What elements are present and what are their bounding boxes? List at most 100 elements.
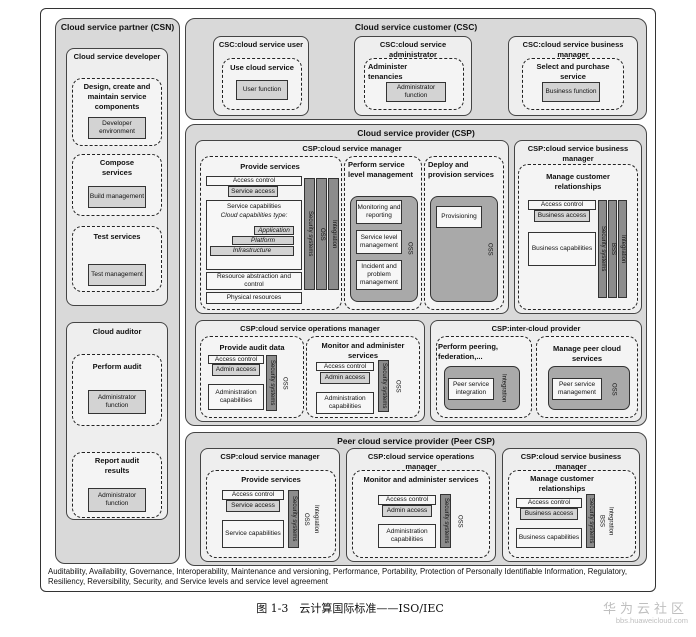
service-access-function: Service access: [228, 186, 278, 197]
resource-abstraction-cell: Resource abstraction and control: [206, 272, 302, 290]
peer-manager-title: CSP:cloud service manager: [220, 452, 320, 461]
csc-admin-title: CSC:cloud service administrator: [379, 40, 447, 59]
incident-problem-cell: Incident and problem management: [356, 260, 402, 290]
dev-activity-3-label: Test services: [93, 232, 141, 241]
peer-monitor-label: Monitor and administer services: [363, 475, 479, 484]
auditor-admin-function-2: Administrator function: [88, 488, 146, 512]
watermark-url: bbs.huaweicloud.com: [615, 616, 688, 625]
peer-ops-access-control: Access control: [378, 495, 436, 505]
developer-title: Cloud service developer: [73, 52, 161, 61]
business-access-function: Business access: [534, 210, 590, 222]
peer-ops-title: CSP:cloud service operations manager: [367, 452, 475, 471]
service-capabilities-label: Service capabilities: [227, 203, 281, 210]
manage-peer-oss: OSS: [610, 382, 617, 396]
csp-biz-security-bar: Security systems: [598, 200, 607, 298]
csp-biz-access-control: Access control: [528, 200, 596, 210]
peering-label: Perform peering, federation,...: [438, 342, 499, 361]
peer-biz-title: CSP:cloud service business manager: [520, 452, 622, 471]
manage-peer-label: Manage peer cloud services: [553, 344, 621, 363]
peer-service-capabilities: Service capabilities: [222, 520, 284, 548]
csp-manager-title: CSP:cloud service manager: [302, 144, 402, 153]
qualities-footer: Auditability, Availability, Governance, …: [48, 567, 628, 586]
csp-biz-integration-bar: Integration: [618, 200, 627, 298]
audit-admin-capabilities: Administration capabilities: [208, 384, 264, 410]
peer-biz-access-control: Access control: [516, 498, 582, 508]
physical-resources-cell: Physical resources: [206, 292, 302, 304]
peer-provide-label: Provide services: [241, 475, 301, 484]
peer-ops-admin-access: Admin access: [382, 505, 432, 517]
auditor-admin-function-1: Administrator function: [88, 390, 146, 414]
dev-activity-2-label: Compose services: [99, 158, 135, 177]
audit-activity-2-label: Report audit results: [94, 456, 140, 475]
audit-access-control: Access control: [208, 355, 264, 364]
audit-activity-1: [72, 354, 162, 426]
deploy-oss: OSS: [486, 242, 493, 256]
audit-oss: OSS: [281, 376, 288, 390]
audit-activity-1-label: Perform audit: [92, 362, 142, 371]
csp-biz-title: CSP:cloud service business manager: [527, 144, 629, 163]
peer-integration: Integration: [313, 504, 319, 534]
build-management-function: Build management: [88, 186, 146, 208]
figure-caption: 图 1-3 云计算国际标准——ISO/IEC: [256, 602, 444, 615]
peering-integration: Integration: [500, 373, 507, 403]
infrastructure-layer: Infrastructure: [210, 246, 294, 256]
business-capabilities-cell: Business capabilities: [528, 232, 596, 266]
audit-admin-access: Admin access: [212, 364, 260, 376]
monitor-admin-access: Admin access: [320, 372, 370, 384]
peer-biz-label: Manage customer relationships: [530, 474, 594, 493]
peer-biz-integration: Integration: [607, 506, 614, 536]
monitor-admin-capabilities: Administration capabilities: [316, 392, 374, 414]
peer-access-control: Access control: [222, 490, 284, 500]
oss-bar: OSS: [316, 178, 327, 290]
csc-user-title: CSC:cloud service user: [218, 40, 304, 49]
peer-csp-title: Peer cloud service provider (Peer CSP): [337, 436, 495, 446]
csp-biz-bss-bar: BSS: [608, 200, 617, 298]
cloud-capabilities-type-label: Cloud capabilities type:: [220, 212, 288, 219]
peer-service-access: Service access: [226, 500, 280, 512]
monitor-access-control: Access control: [316, 362, 374, 371]
service-level-management-cell: Service level management: [356, 230, 402, 254]
csc-title: Cloud service customer (CSC): [354, 22, 478, 32]
peer-biz-bss: BSS: [598, 514, 605, 527]
user-function: User function: [236, 80, 288, 100]
csp-ops-title: CSP:cloud service operations manager: [240, 324, 380, 333]
peer-ops-security-bar: Security systems: [440, 494, 451, 548]
csp-title: Cloud service provider (CSP): [357, 128, 475, 138]
peer-service-management-cell: Peer service management: [552, 378, 602, 400]
service-capabilities-cell: [206, 200, 302, 270]
watermark-logo: 华为云社区: [602, 601, 688, 616]
integration-bar: Integration: [328, 178, 339, 290]
csc-biz-activity-label: Select and purchase service: [536, 62, 610, 81]
csc-admin-activity-label: Administer tenancies: [368, 62, 408, 81]
deploy-label: Deploy and provision services: [428, 160, 494, 179]
csp-biz-activity-label: Manage customer relationships: [546, 172, 610, 191]
provide-services-label: Provide services: [240, 162, 300, 171]
service-level-label: Perform service level management: [348, 160, 414, 179]
monitor-security-bar: Security systems: [378, 360, 389, 412]
developer-environment-function: Developer environment: [88, 117, 146, 139]
service-level-oss: OSS: [406, 241, 413, 255]
csc-user-activity-label: Use cloud service: [230, 63, 294, 72]
auditor-title: Cloud auditor: [92, 327, 142, 336]
provisioning-cell: Provisioning: [436, 206, 482, 228]
peer-ops-oss: OSS: [456, 514, 463, 528]
peer-biz-security-bar: Security systems: [586, 494, 595, 548]
peer-oss: OSS: [303, 512, 309, 526]
application-layer: Application: [254, 226, 294, 235]
csn-title: Cloud service partner (CSN): [60, 22, 175, 32]
monitor-label: Monitor and administer services: [321, 341, 405, 360]
csc-admin-function: Administrator function: [386, 82, 446, 102]
peer-business-access: Business access: [520, 508, 578, 520]
peer-business-capabilities: Business capabilities: [516, 528, 582, 548]
peer-service-integration-cell: Peer service integration: [448, 378, 494, 400]
audit-security-bar: Security systems: [266, 355, 277, 411]
business-function: Business function: [542, 82, 600, 102]
audit-data-label: Provide audit data: [219, 343, 285, 352]
security-systems-bar: Security systems: [304, 178, 315, 290]
monitor-oss: OSS: [394, 379, 401, 393]
peer-security-bar: Security systems: [288, 490, 299, 548]
monitoring-reporting-cell: Monitoring and reporting: [356, 200, 402, 224]
dev-activity-1-label: Design, create and maintain service comp…: [83, 82, 151, 111]
inter-cloud-title: CSP:inter-cloud provider: [491, 324, 581, 333]
peer-ops-admin-capabilities: Administration capabilities: [378, 524, 436, 548]
